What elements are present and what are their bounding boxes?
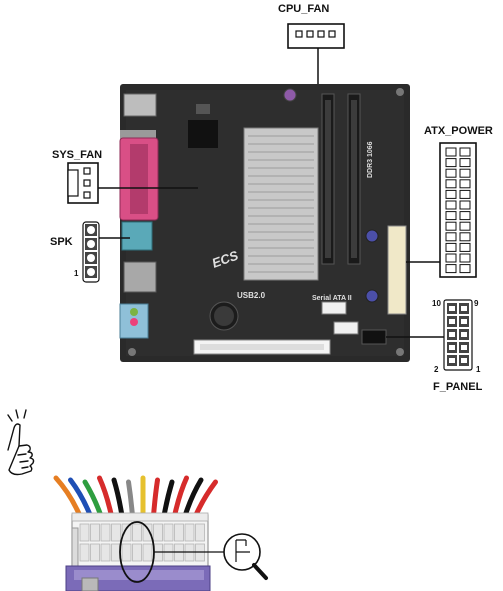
usb-port-stack <box>123 93 157 117</box>
io-chip <box>188 120 218 148</box>
f-panel-pin-hole <box>461 319 467 324</box>
sata-connector-1 <box>321 301 347 315</box>
atx-pin <box>459 200 471 210</box>
atx-pin <box>445 242 457 252</box>
atx-pin <box>459 179 471 189</box>
atx-pin <box>459 189 471 199</box>
atx-wire <box>53 475 83 519</box>
housing-cell <box>142 523 153 542</box>
housing-cell <box>132 523 142 542</box>
atx-pin <box>459 158 471 168</box>
f-panel-pin-9-label: 9 <box>474 299 479 308</box>
atx-pin <box>459 232 471 242</box>
housing-cell <box>121 523 132 542</box>
housing-cell <box>90 523 100 542</box>
housing-cell <box>195 523 205 542</box>
f-panel-pin-hole <box>461 332 467 337</box>
ddr-label: DDR3 1066 <box>367 141 374 178</box>
housing-cell <box>121 543 132 562</box>
atx-power-connector <box>406 142 477 278</box>
f-panel-pin-hole <box>449 319 455 324</box>
atx-pin <box>445 189 457 199</box>
housing-cell <box>132 543 142 562</box>
atx-pin <box>445 168 457 178</box>
atx-wire <box>97 475 114 519</box>
housing-cell <box>79 523 90 542</box>
f-panel-pin-2-label: 2 <box>434 365 439 374</box>
lan-port <box>123 261 157 293</box>
f-panel-pin-hole <box>449 345 455 350</box>
housing-cell <box>100 523 111 542</box>
f-panel-pin-hole <box>449 358 455 363</box>
atx-pin <box>445 211 457 221</box>
atx-pin <box>445 221 457 231</box>
sys-fan-connector <box>67 162 198 204</box>
housing-cell <box>174 523 184 542</box>
housing-cell <box>79 543 90 562</box>
atx-wire <box>161 479 175 519</box>
pointing-hand-note-icon <box>7 409 35 476</box>
f-panel-pin-hole <box>461 345 467 350</box>
atx-pin <box>459 253 471 263</box>
atx-wire <box>111 477 125 519</box>
sata-label: Serial ATA II <box>312 295 352 302</box>
f-panel-pin-hole <box>449 332 455 337</box>
housing-cell <box>163 523 174 542</box>
atx-pin <box>445 179 457 189</box>
atx-pin <box>445 147 457 157</box>
f-panel-pin-hole <box>461 306 467 311</box>
atx-wire <box>151 477 160 519</box>
dimm-slots <box>321 93 361 265</box>
atx-pin <box>459 242 471 252</box>
usb-label: USB2.0 <box>237 291 266 300</box>
cpu-fan-connector <box>287 23 345 88</box>
motherboard: ECS DDR3 1066 USB2.0 Serial ATA II <box>119 84 410 362</box>
atx-wire <box>172 475 189 519</box>
atx-pin <box>459 264 471 274</box>
atx-pin <box>459 147 471 157</box>
f-panel-connector <box>386 299 473 371</box>
atx-pin <box>459 221 471 231</box>
spk-pin-1-label: 1 <box>74 269 79 278</box>
atx-pin <box>445 158 457 168</box>
housing-cell <box>100 543 111 562</box>
atx-pin <box>445 232 457 242</box>
housing-cell <box>184 523 195 542</box>
f-panel-pin-hole <box>461 358 467 363</box>
cpu-fan-label: CPU_FAN <box>278 3 329 15</box>
housing-cell <box>111 523 121 542</box>
magnifier-icon <box>223 533 268 580</box>
sata-connector-2 <box>333 321 359 335</box>
housing-cell <box>142 543 153 562</box>
f-panel-pin-hole <box>449 306 455 311</box>
spk-connector <box>82 221 130 283</box>
atx-pin <box>459 168 471 178</box>
f-panel-pin-10-label: 10 <box>432 299 441 308</box>
atx-power-on-board <box>387 225 407 315</box>
atx-power-label: ATX_POWER <box>424 125 493 137</box>
housing-cell <box>90 543 100 562</box>
atx-pin <box>445 264 457 274</box>
atx-pin <box>445 253 457 263</box>
atx-pin <box>445 200 457 210</box>
atx-pin <box>459 211 471 221</box>
vga-port <box>121 221 153 251</box>
spk-label: SPK <box>50 236 73 248</box>
f-panel-pin-1-label: 1 <box>476 365 481 374</box>
cpu-heatsink <box>243 127 319 281</box>
atx-wire <box>126 479 135 519</box>
f-panel-label: F_PANEL <box>433 381 483 393</box>
atx-cable-photo <box>53 475 224 591</box>
housing-cell <box>153 523 163 542</box>
sys-fan-label: SYS_FAN <box>52 149 102 161</box>
